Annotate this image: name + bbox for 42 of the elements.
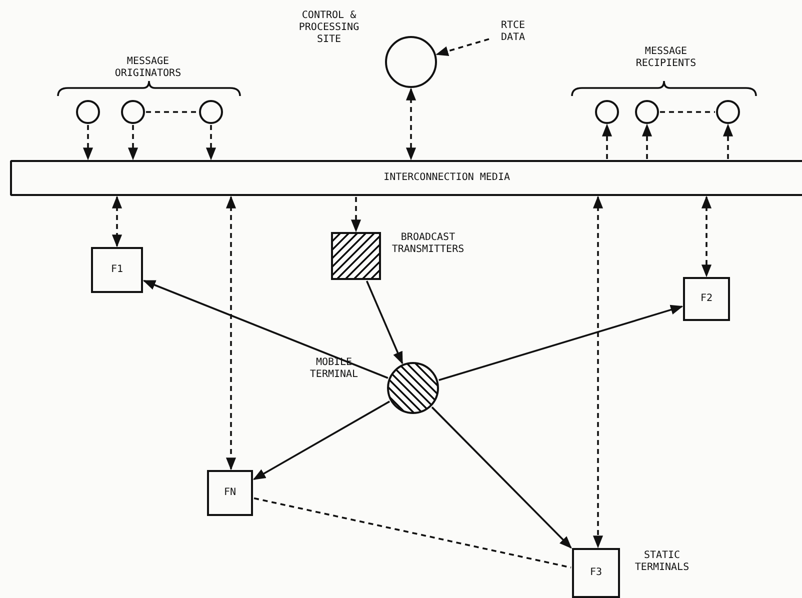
node-caption: STATIC TERMINALS xyxy=(634,550,690,574)
process-box: F2 xyxy=(683,277,730,321)
arrow xyxy=(436,38,490,56)
arrow xyxy=(206,125,216,160)
arrow xyxy=(142,280,388,379)
circle-node xyxy=(385,36,437,88)
connector-line xyxy=(660,111,715,113)
arrow xyxy=(438,304,684,382)
node-caption: CONTROL & PROCESSING SITE xyxy=(298,10,360,46)
arrow xyxy=(226,196,236,470)
connector-line xyxy=(254,497,572,568)
arrow xyxy=(722,124,734,159)
arrow xyxy=(431,406,572,549)
node-caption: MOBILE TERMINAL xyxy=(308,357,360,381)
arrow xyxy=(701,196,712,278)
group-label: MESSAGE RECIPIENTS xyxy=(634,46,698,70)
circle-node xyxy=(635,100,659,124)
terminal-circle xyxy=(387,362,439,414)
circle-node xyxy=(76,100,100,124)
connector-line xyxy=(146,111,198,113)
interconnection-bar: INTERCONNECTION MEDIA xyxy=(10,160,802,196)
arrow xyxy=(642,124,652,159)
group-label: MESSAGE ORIGINATORS xyxy=(114,56,182,80)
arrow xyxy=(82,125,94,160)
arrow xyxy=(602,124,612,159)
circle-node xyxy=(121,100,145,124)
transmitter-box xyxy=(331,232,381,280)
arrow xyxy=(350,197,362,232)
arrow xyxy=(366,280,404,364)
process-box: F3 xyxy=(572,548,620,598)
circle-node xyxy=(595,100,619,124)
arrow xyxy=(252,400,390,480)
process-box: FN xyxy=(207,470,253,516)
node-caption: BROADCAST TRANSMITTERS xyxy=(390,232,466,256)
circle-node xyxy=(716,100,740,124)
circle-node xyxy=(199,100,223,124)
process-box: F1 xyxy=(91,247,143,293)
arrow xyxy=(406,88,416,160)
arrow xyxy=(112,196,122,248)
arrow xyxy=(592,196,604,548)
node-label: RTCE DATA xyxy=(490,18,536,46)
arrow xyxy=(128,125,138,160)
